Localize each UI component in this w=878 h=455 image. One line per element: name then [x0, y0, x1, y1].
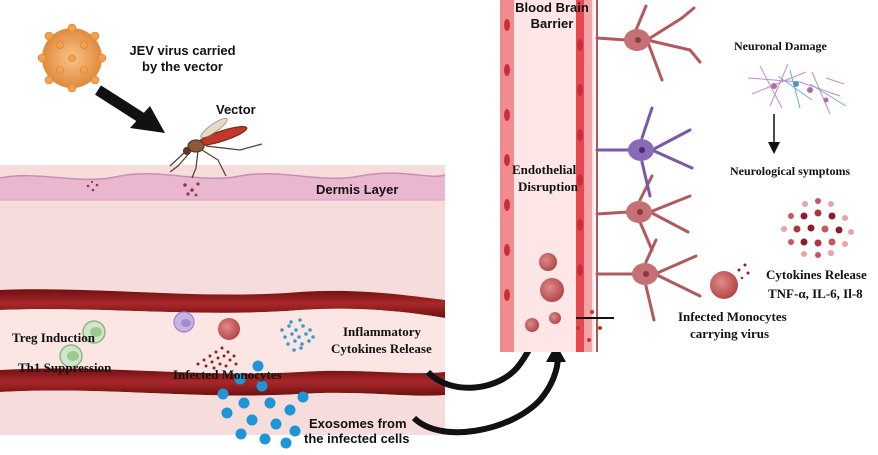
cytokine-cluster [781, 198, 854, 258]
treg-induction-label: Treg Induction [12, 330, 95, 345]
exosomes [217, 360, 309, 449]
jev-label-line1: JEV virus carried [129, 43, 236, 58]
inflammatory-label-line1: Inflammatory [343, 324, 421, 339]
bbb-label-line1: Blood Brain [515, 0, 589, 15]
exosomes-label-line2: the infected cells [304, 431, 410, 446]
purple-monocyte [173, 311, 195, 333]
monocyte-virus-dots [196, 346, 238, 370]
infected-monocyte-brain [710, 263, 750, 299]
neuronal-damage-label: Neuronal Damage [734, 39, 827, 53]
vector-label: Vector [216, 102, 256, 117]
inflammatory-label-line2: Cytokines Release [331, 341, 432, 356]
blood-brain-barrier [500, 0, 614, 352]
jev-label-line2: by the vector [142, 59, 223, 74]
exosomes-label-line1: Exosomes from [309, 416, 407, 431]
cytokines-release-label-line2: TNF-α, IL-6, Il-8 [768, 286, 863, 301]
th1-cell [59, 344, 83, 368]
jev-virus-particle [37, 23, 107, 93]
neurons [595, 4, 702, 322]
mosquito-vector [169, 117, 263, 179]
infected-monocytes-carrying-label-line1: Infected Monocytes [678, 309, 787, 324]
cytokine-dots-vessel [280, 318, 315, 352]
th1-suppression-label: Th1 Suppression [18, 360, 112, 375]
cytokines-release-label-line1: Cytokines Release [766, 267, 867, 282]
infected-monocyte-vessel [218, 318, 240, 340]
treg-cell [82, 320, 106, 344]
infected-monocytes-label: Infected Monocytes [173, 367, 282, 382]
infected-monocytes-carrying-label-line2: carrying virus [690, 326, 770, 341]
bbb-label-line2: Barrier [530, 16, 574, 31]
neurological-symptoms-label: Neurological symptoms [730, 164, 851, 178]
dermis-layer-label: Dermis Layer [316, 182, 399, 197]
endothelial-label-line1: Endothelial [512, 162, 577, 177]
neuronal-damage-icon [747, 63, 847, 115]
endothelial-label-line2: Disruption [518, 179, 578, 194]
dermis-virus-dots [86, 180, 200, 197]
virus-to-vector-arrow [95, 85, 165, 133]
